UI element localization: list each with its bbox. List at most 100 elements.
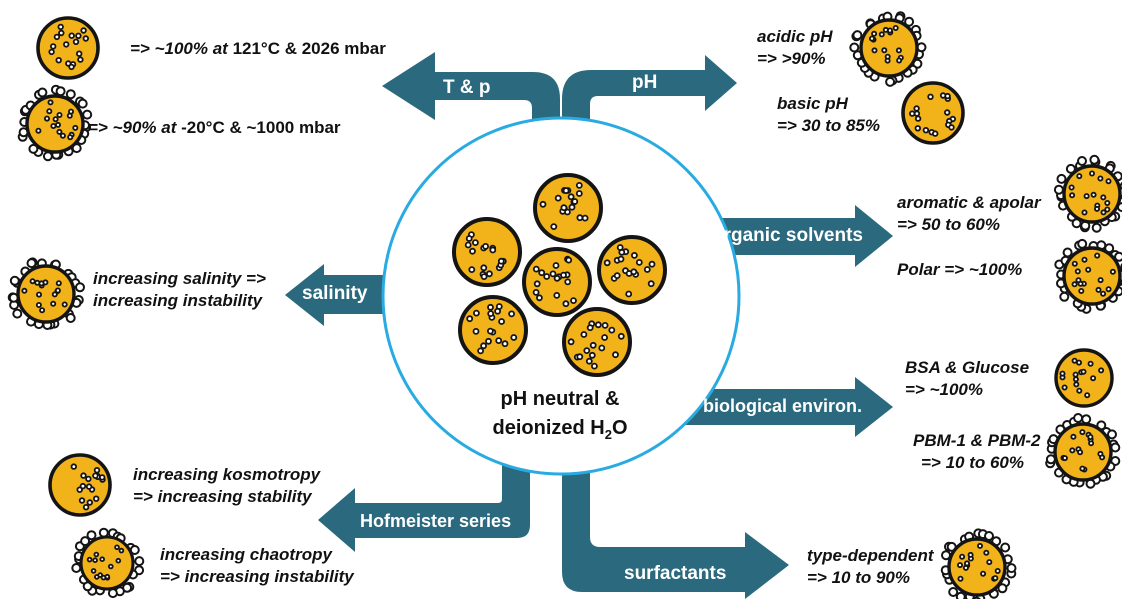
embedded-dot — [485, 337, 492, 345]
embedded-dot — [1077, 280, 1084, 287]
embedded-dot — [70, 463, 77, 470]
embedded-dot — [532, 288, 540, 296]
center-line2-post: O — [611, 417, 628, 439]
salinity-annotation: increasing salinity => increasing instab… — [93, 268, 266, 312]
embedded-dot — [92, 472, 99, 479]
embedded-dot — [38, 280, 45, 287]
embedded-dot — [927, 93, 934, 100]
embedded-dot — [36, 291, 43, 298]
embedded-dot — [21, 287, 28, 294]
center-particle-4 — [597, 235, 667, 305]
embedded-dot — [67, 134, 74, 141]
center-line1: pH neutral & — [500, 388, 620, 410]
surfactants-label: surfactants — [624, 563, 727, 584]
surface-ligand — [916, 42, 927, 53]
surf-line1: type-dependent — [807, 546, 934, 565]
embedded-dot — [1072, 371, 1079, 378]
embedded-dot — [1090, 375, 1097, 382]
embedded-dot — [583, 347, 591, 355]
surfactant-particle — [940, 528, 1017, 599]
embedded-dot — [585, 357, 593, 365]
embedded-dot — [913, 105, 920, 112]
embedded-dot — [92, 557, 98, 563]
surface-ligand — [80, 536, 91, 547]
embedded-dot — [1104, 199, 1111, 206]
embedded-dot — [871, 30, 878, 37]
tp-high-value: ~100% at — [154, 39, 228, 58]
surface-ligand — [1091, 222, 1102, 233]
organic-solvents-label: organic solvents — [712, 225, 863, 246]
embedded-dot — [1074, 268, 1081, 275]
embedded-dot — [944, 92, 951, 100]
embedded-dot — [892, 24, 899, 31]
embedded-dot — [77, 56, 84, 63]
embedded-dot — [957, 575, 964, 582]
embedded-dot — [471, 239, 479, 247]
embedded-dot — [114, 544, 120, 551]
surfactant-annotation: type-dependent => 10 to 90% — [807, 545, 934, 589]
surface-ligand — [42, 151, 53, 162]
embedded-dot — [44, 115, 51, 122]
center-line2-text: deionized H — [492, 417, 605, 439]
surface-ligand — [28, 143, 39, 154]
embedded-dot — [648, 260, 656, 268]
embedded-dot — [575, 181, 583, 189]
embedded-dot — [601, 321, 609, 329]
embedded-dot — [553, 291, 561, 299]
embedded-dot — [612, 351, 619, 359]
embedded-dot — [1090, 191, 1097, 198]
surface-ligand — [65, 313, 76, 323]
embedded-dot — [97, 572, 103, 578]
embedded-dot — [1078, 287, 1085, 294]
embedded-dot — [55, 121, 62, 128]
embedded-dot — [59, 132, 66, 139]
embedded-dot — [56, 112, 63, 119]
embedded-dot — [922, 126, 930, 134]
embedded-dot — [959, 553, 966, 560]
embedded-dot — [603, 259, 611, 267]
surface-ligand — [1089, 154, 1100, 165]
embedded-dot — [591, 362, 598, 370]
center-particle-6 — [562, 307, 632, 377]
center-particle-3 — [522, 247, 592, 317]
embedded-dot — [617, 332, 625, 340]
surface-ligand — [12, 308, 23, 319]
surface-ligand — [65, 89, 76, 100]
center-line2: deionized H2O — [450, 414, 670, 445]
acidic-line2: => >90% — [757, 49, 826, 69]
embedded-dot — [562, 187, 570, 195]
embedded-dot — [1069, 192, 1076, 199]
embedded-dot — [598, 344, 606, 352]
chao-line2: => increasing instability — [160, 567, 354, 587]
embedded-dot — [54, 287, 61, 294]
embedded-dot — [118, 547, 125, 554]
embedded-dot — [472, 327, 480, 335]
embedded-dot — [1084, 392, 1091, 399]
embedded-dot — [39, 307, 46, 314]
embedded-dot — [75, 32, 82, 39]
embedded-dot — [66, 112, 73, 119]
surface-ligand — [904, 16, 915, 27]
tp-high-arrow: => — [130, 39, 155, 58]
embedded-dot — [980, 570, 987, 577]
embedded-dot — [884, 53, 891, 60]
surface-ligand — [134, 556, 145, 567]
embedded-dot — [625, 290, 633, 298]
surface-ligand — [55, 86, 66, 97]
embedded-dot — [466, 315, 474, 323]
surface-ligand — [849, 42, 860, 53]
embedded-dot — [576, 353, 584, 361]
pbm-line1: PBM-1 & PBM-2 — [913, 431, 1041, 450]
tp-low-annotation: => ~90% at -20°C & ~1000 mbar — [88, 117, 341, 139]
embedded-dot — [62, 41, 70, 48]
embedded-dot — [896, 57, 903, 64]
embedded-dot — [568, 203, 576, 211]
embedded-dot — [115, 557, 122, 564]
polar-annotation: Polar => ~100% — [897, 259, 1022, 281]
center-caption: pH neutral & deionized H2O — [450, 385, 670, 445]
embedded-dot — [1073, 381, 1080, 388]
acidic-annotation: acidic pH => >90% — [757, 26, 833, 70]
particle-core — [533, 173, 603, 243]
embedded-dot — [104, 573, 111, 580]
embedded-dot — [532, 265, 540, 273]
